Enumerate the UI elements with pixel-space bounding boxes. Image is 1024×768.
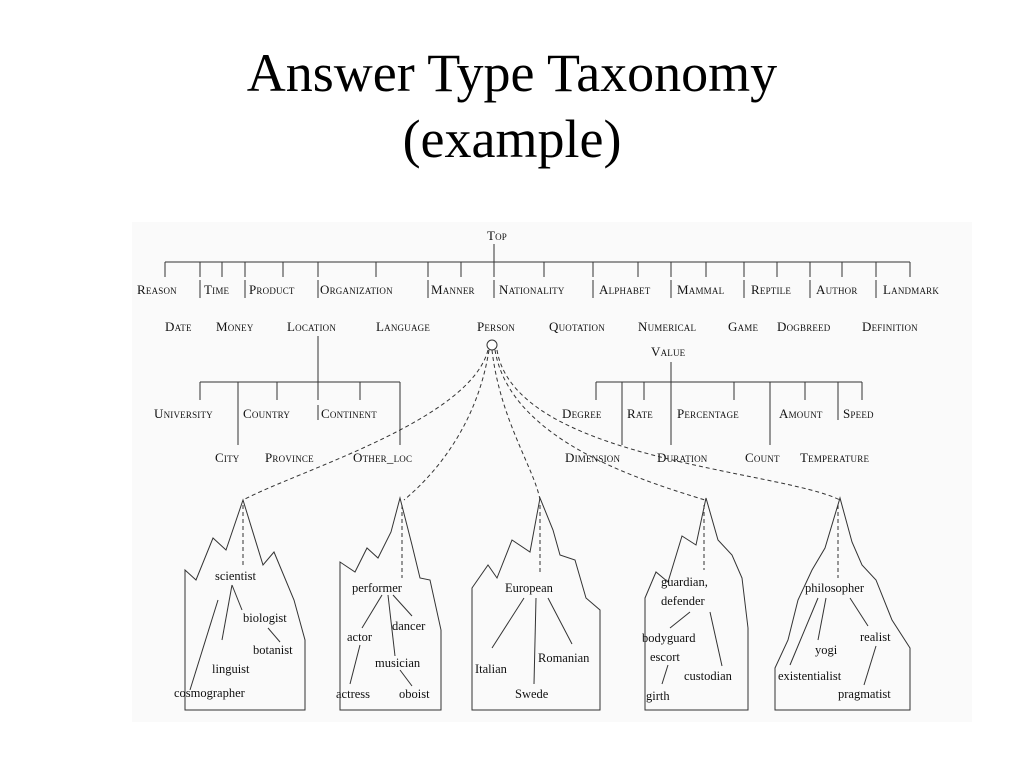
- node-money: Money: [216, 319, 254, 334]
- label-bodyguard: bodyguard: [642, 631, 696, 645]
- title-line-1: Answer Type Taxonomy: [246, 43, 778, 103]
- person-dashed-links: [242, 349, 841, 501]
- node-speed: Speed: [843, 406, 874, 421]
- node-city: City: [215, 450, 240, 465]
- node-manner: Manner: [431, 282, 475, 297]
- mountain-guardian: guardian, defender bodyguard escort cust…: [642, 497, 749, 711]
- label-realist: realist: [860, 630, 891, 644]
- label-botanist: botanist: [253, 643, 293, 657]
- label-cosmographer: cosmographer: [174, 686, 246, 700]
- row1-separators: [199, 280, 877, 298]
- label-philosopher: philosopher: [805, 581, 865, 595]
- label-girth: girth: [646, 689, 670, 703]
- label-linguist: linguist: [212, 662, 250, 676]
- node-definition: Definition: [862, 319, 918, 334]
- label-romanian: Romanian: [538, 651, 590, 665]
- label-escort: escort: [650, 650, 680, 664]
- mountain-european: European Romanian Italian Swede: [471, 496, 601, 711]
- label-swede: Swede: [515, 687, 549, 701]
- node-duration: Duration: [657, 450, 708, 465]
- label-custodian: custodian: [684, 669, 733, 683]
- node-amount: Amount: [779, 406, 823, 421]
- node-top: Top: [487, 228, 507, 243]
- label-dancer: dancer: [392, 619, 426, 633]
- node-product: Product: [249, 282, 295, 297]
- mountain-scientist: scientist biologist botanist linguist co…: [174, 498, 306, 711]
- node-landmark: Landmark: [883, 282, 939, 297]
- node-alphabet: Alphabet: [599, 282, 651, 297]
- node-game: Game: [728, 319, 758, 334]
- node-continent: Continent: [321, 406, 377, 421]
- label-european: European: [505, 581, 554, 595]
- label-performer: performer: [352, 581, 403, 595]
- label-oboist: oboist: [399, 687, 430, 701]
- label-defender: defender: [661, 594, 706, 608]
- node-nationality: Nationality: [499, 282, 565, 297]
- label-pragmatist: pragmatist: [838, 687, 891, 701]
- label-biologist: biologist: [243, 611, 287, 625]
- mountain-philosopher: philosopher realist yogi existentialist …: [774, 496, 911, 711]
- node-country: Country: [243, 406, 290, 421]
- label-italian: Italian: [475, 662, 508, 676]
- title-line-2: (example): [402, 109, 622, 169]
- node-reason: Reason: [137, 282, 177, 297]
- node-time: Time: [204, 282, 230, 297]
- label-actor: actor: [347, 630, 373, 644]
- figure-background: [132, 222, 972, 722]
- node-dogbreed: Dogbreed: [777, 319, 831, 334]
- node-mammal: Mammal: [677, 282, 724, 297]
- slide-title: Answer Type Taxonomy (example): [0, 40, 1024, 172]
- node-temperature: Temperature: [800, 450, 869, 465]
- node-other-loc: Other_loc: [353, 450, 412, 465]
- mountain-performer: performer dancer actor musician actress …: [336, 496, 442, 711]
- node-language: Language: [376, 319, 430, 334]
- label-guardian: guardian,: [661, 575, 708, 589]
- node-organization: Organization: [320, 282, 393, 297]
- node-reptile: Reptile: [751, 282, 791, 297]
- node-author: Author: [816, 282, 858, 297]
- node-person: Person: [477, 319, 515, 334]
- row1-drops: [164, 262, 911, 277]
- label-actress: actress: [336, 687, 370, 701]
- node-location: Location: [287, 319, 336, 334]
- node-count: Count: [745, 450, 780, 465]
- node-quotation: Quotation: [549, 319, 605, 334]
- node-numerical: Numerical: [638, 319, 696, 334]
- node-degree: Degree: [562, 406, 602, 421]
- node-province: Province: [265, 450, 314, 465]
- node-percentage: Percentage: [677, 406, 739, 421]
- node-date: Date: [165, 319, 192, 334]
- label-scientist: scientist: [215, 569, 256, 583]
- label-musician: musician: [375, 656, 421, 670]
- person-link-circle: [486, 339, 498, 351]
- label-yogi: yogi: [815, 643, 838, 657]
- node-numerical-value: Value: [651, 344, 686, 359]
- label-existentialist: existentialist: [778, 669, 842, 683]
- node-university: University: [154, 406, 213, 421]
- location-drops: [199, 382, 401, 445]
- numerical-drops: [595, 382, 863, 445]
- node-rate: Rate: [627, 406, 653, 421]
